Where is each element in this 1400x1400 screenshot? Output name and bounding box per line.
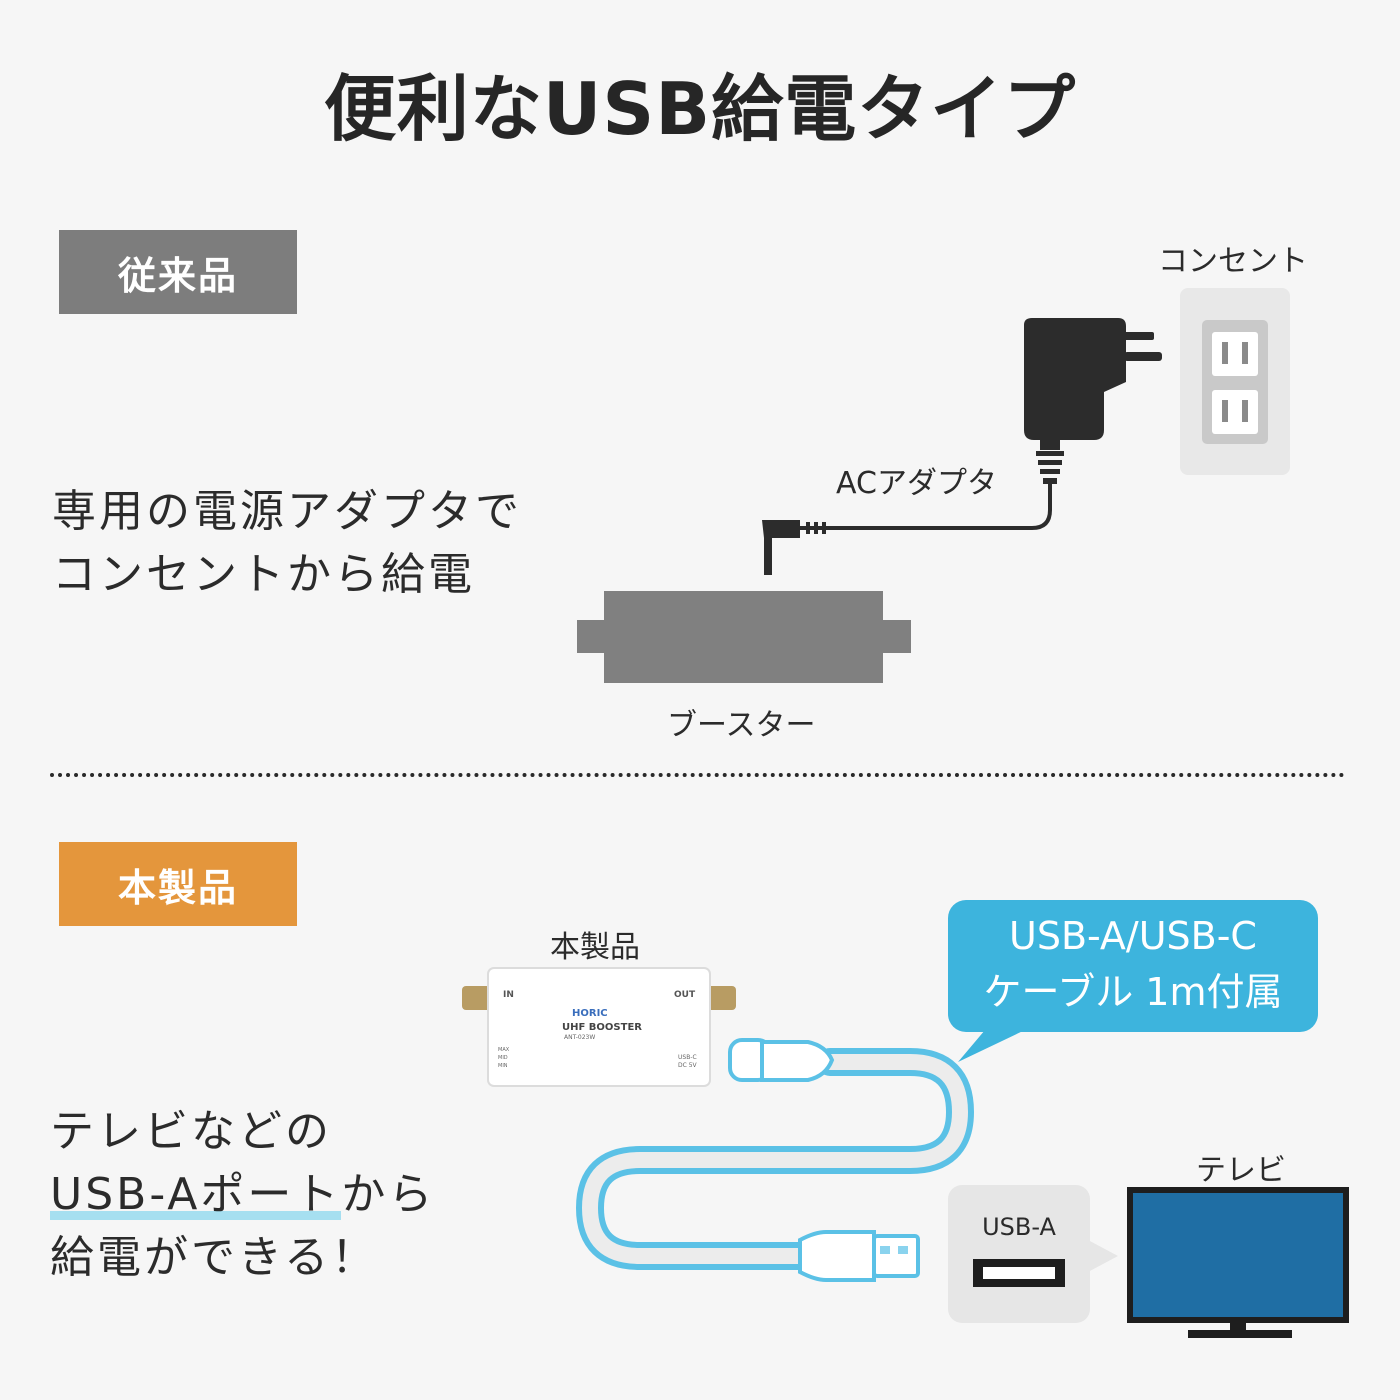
product-description-line1: テレビなどの	[50, 1106, 332, 1157]
device-level-mid: MID	[498, 1055, 508, 1061]
conventional-illustration	[577, 288, 1290, 683]
device-port-label: USB-C DC 5V	[678, 1054, 697, 1070]
bubble-tail-icon	[958, 1030, 1025, 1062]
ac-adapter-label: ACアダプタ	[836, 466, 997, 501]
usb-a-plug-icon	[798, 1230, 920, 1282]
usb-port-arrow-icon	[1088, 1240, 1118, 1272]
product-label: 本製品	[550, 930, 640, 965]
uhf-booster-device-icon	[462, 967, 736, 1087]
booster-icon	[577, 591, 911, 683]
conventional-description: 専用の電源アダプタで コンセントから給電	[52, 480, 522, 606]
usb-a-port-highlight: USB-Aポート	[50, 1169, 342, 1220]
device-level-min: MIN	[498, 1063, 508, 1069]
device-brand-logo: HORIC	[572, 1008, 608, 1019]
bubble-line1: USB-A/USB-C	[1009, 914, 1257, 958]
usb-a-port-icon	[973, 1259, 1065, 1287]
device-dc-text: DC 5V	[678, 1062, 697, 1069]
product-tag: 本製品	[59, 842, 297, 926]
device-code-label: ANT-023W	[564, 1034, 596, 1041]
usb-a-port-callout: USB-A	[948, 1185, 1090, 1323]
section-divider	[50, 773, 1345, 777]
device-usb-c-text: USB-C	[678, 1054, 697, 1061]
device-level-max: MAX	[498, 1047, 510, 1053]
bubble-line2: ケーブル 1m付属	[983, 970, 1283, 1014]
usb-a-port-label: USB-A	[982, 1213, 1056, 1241]
product-description-line3: 給電ができる！	[50, 1232, 379, 1283]
usb-cable-icon	[575, 1048, 975, 1270]
product-description-line2-rest: から	[341, 1169, 436, 1220]
cable-info-bubble: USB-A/USB-C ケーブル 1m付属	[948, 900, 1318, 1032]
product-description: テレビなどの USB-Aポートから 給電ができる！	[50, 1100, 435, 1289]
conventional-tag: 従来品	[59, 230, 297, 314]
conventional-description-line1: 専用の電源アダプタで	[52, 486, 522, 537]
device-model-label: UHF BOOSTER	[562, 1022, 642, 1033]
device-in-label: IN	[503, 990, 514, 1000]
device-level-indicator: MAX MID MIN	[498, 1046, 509, 1070]
product-description-line2: USB-Aポートから	[50, 1163, 435, 1226]
conventional-description-line2: コンセントから給電	[52, 549, 475, 600]
device-out-label: OUT	[674, 990, 696, 1000]
television-icon	[1127, 1187, 1349, 1338]
page-title: 便利なUSB給電タイプ	[323, 67, 1077, 151]
usb-c-plug-icon	[728, 1038, 835, 1082]
outlet-label: コンセント	[1158, 244, 1308, 279]
tv-label: テレビ	[1196, 1153, 1286, 1188]
wall-outlet-icon	[1180, 288, 1290, 475]
ac-adapter-icon	[762, 318, 1162, 575]
booster-label: ブースター	[667, 708, 816, 743]
